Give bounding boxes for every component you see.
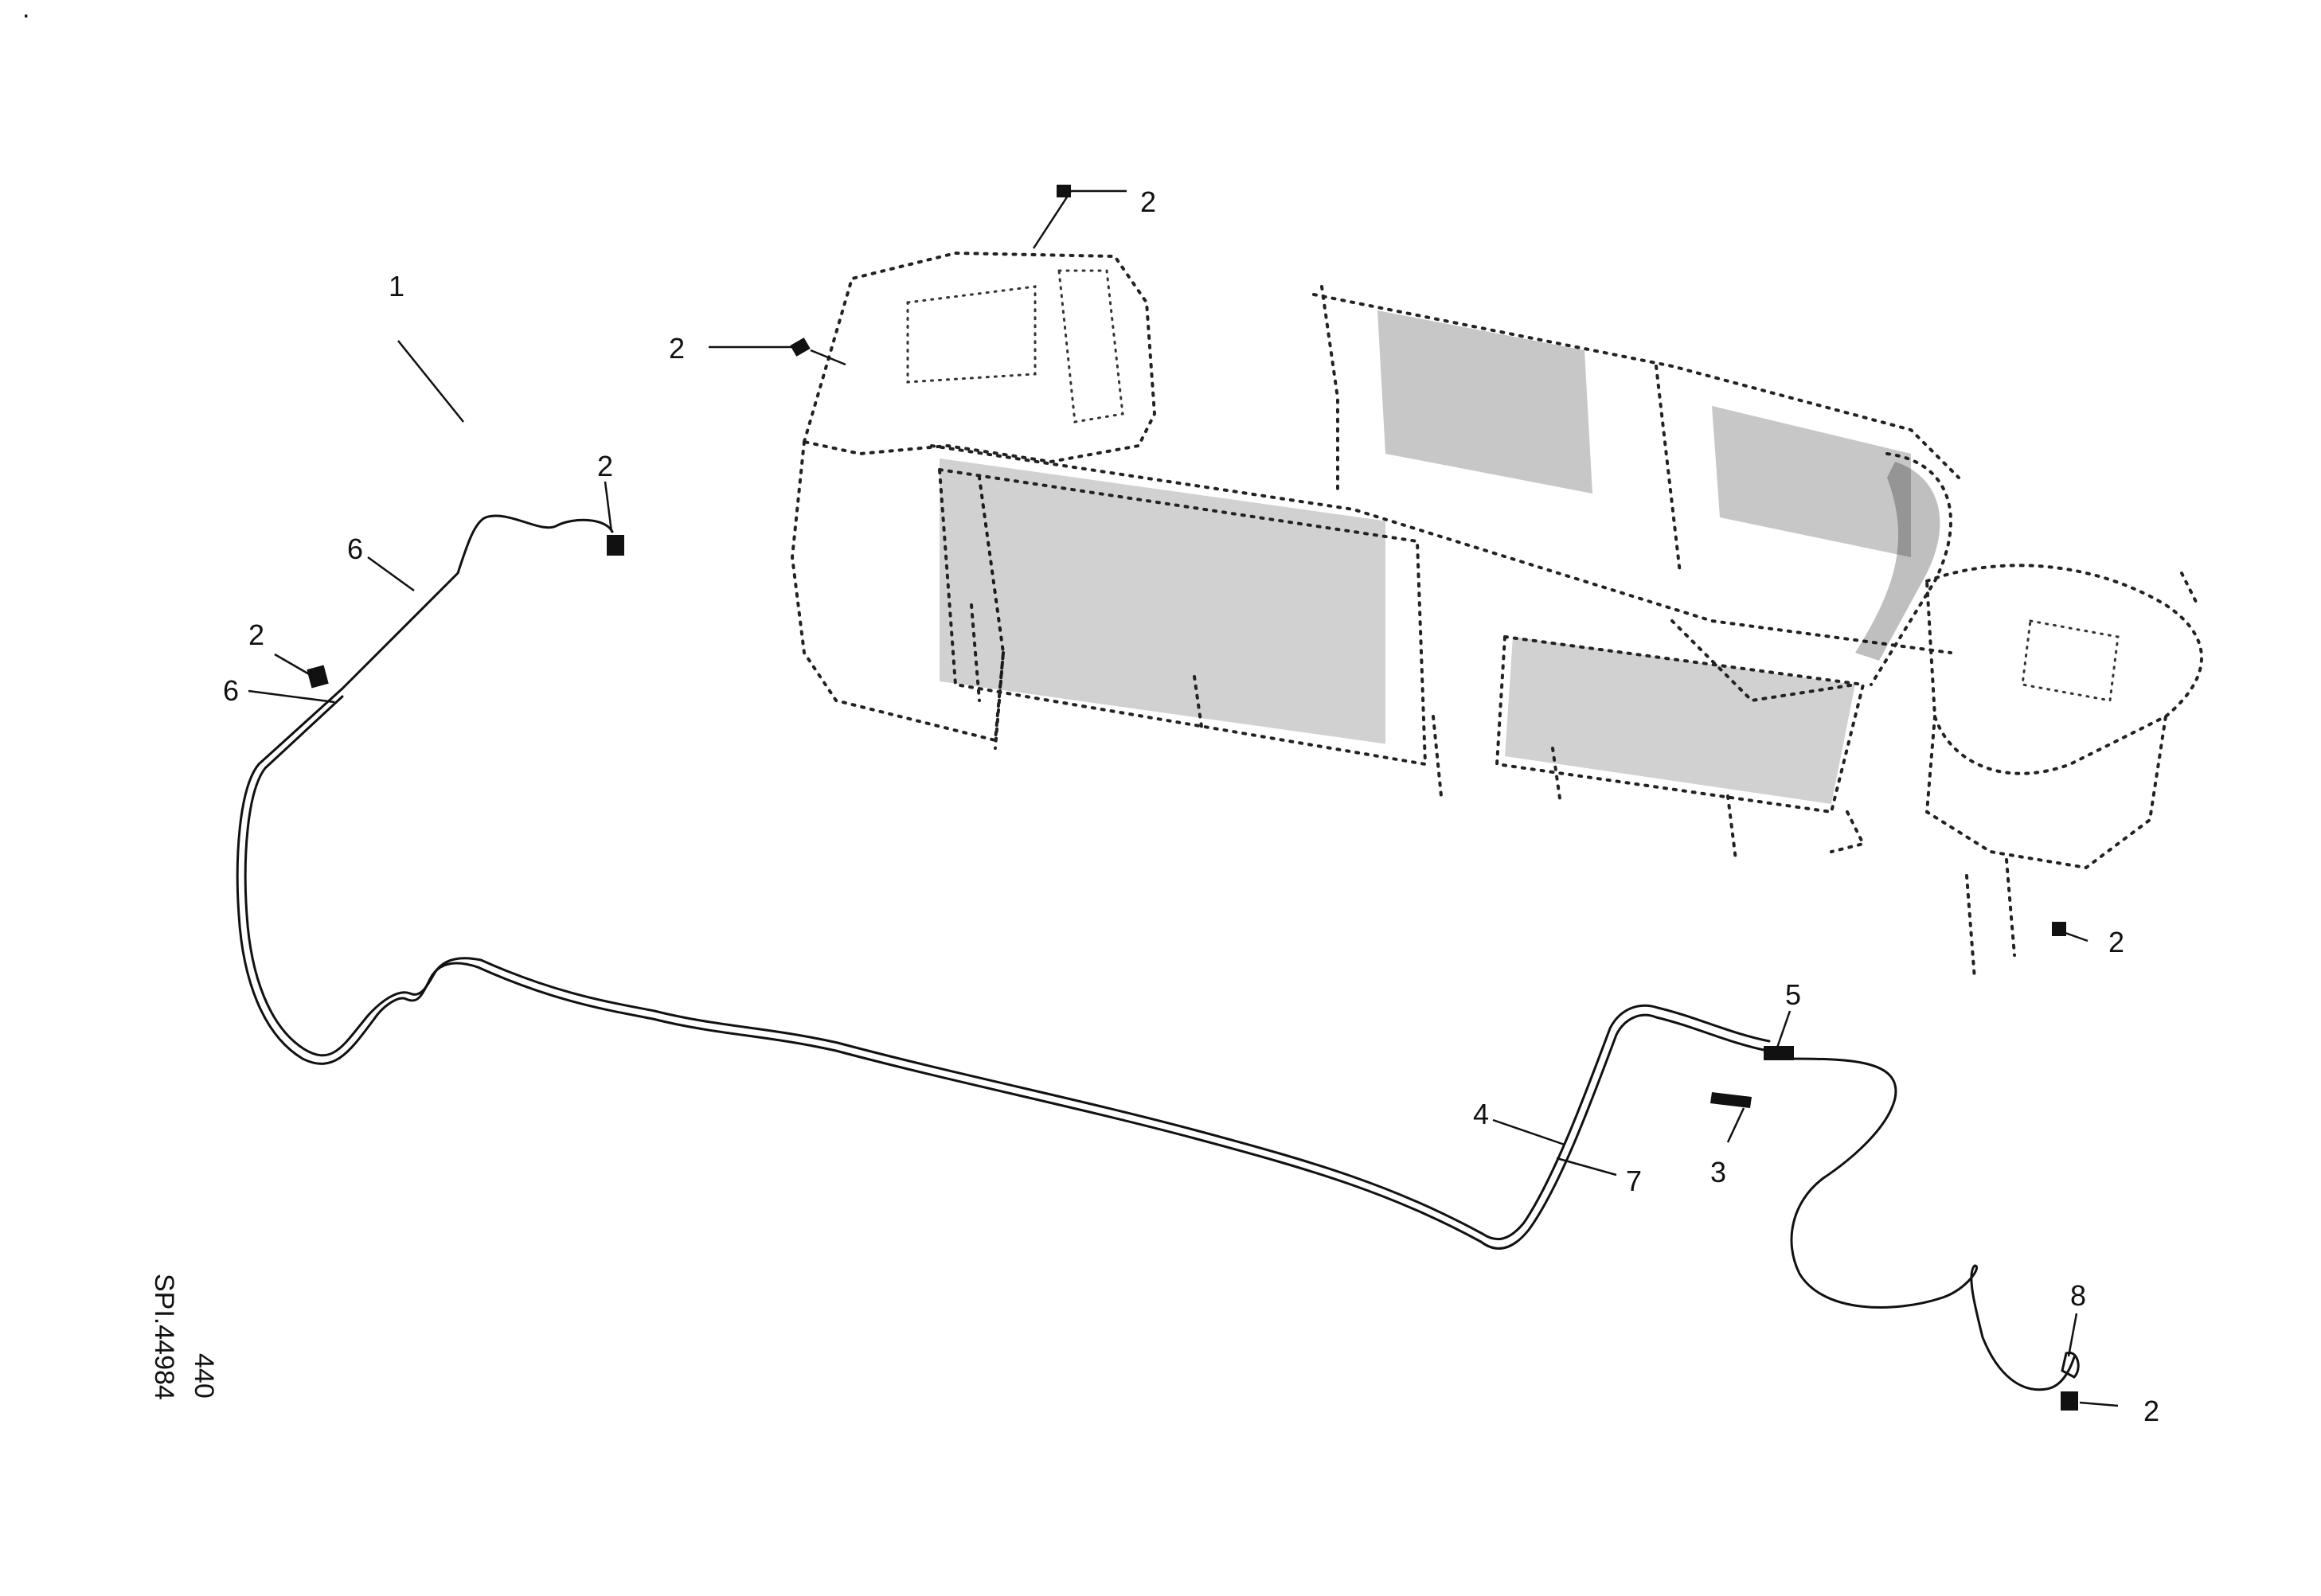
sheet-number: 440 bbox=[189, 1353, 219, 1399]
harness-right-branch bbox=[1782, 1057, 2076, 1391]
leader-6-upper bbox=[367, 556, 415, 592]
harness-main-run-parallel bbox=[244, 695, 1771, 1241]
harness-main-run bbox=[236, 687, 1769, 1250]
callout-2-rear: 2 bbox=[2108, 926, 2124, 958]
cab-front-face bbox=[790, 440, 1006, 743]
callout-6-lower: 6 bbox=[223, 674, 239, 707]
rear-module-leg-2 bbox=[2005, 858, 2016, 957]
sensor-harness-mid bbox=[307, 665, 329, 689]
leg-4 bbox=[1551, 747, 1562, 806]
leader-lines bbox=[248, 189, 2119, 1407]
rear-mesh-frame bbox=[1495, 634, 1866, 814]
callout-8: 8 bbox=[2070, 1279, 2086, 1312]
callout-labels: 1 2 2 2 2 2 2 3 4 5 6 6 7 8 bbox=[223, 185, 2159, 1427]
leader-1 bbox=[397, 340, 464, 423]
leader-8 bbox=[2067, 1313, 2078, 1357]
junction-clip bbox=[1764, 1046, 1794, 1060]
rear-module-pipe bbox=[2180, 572, 2199, 607]
rear-bracket bbox=[1830, 810, 1866, 853]
rear-module-top bbox=[1924, 564, 2203, 775]
body-divider bbox=[1655, 365, 1682, 575]
rear-hood-mesh bbox=[1855, 462, 1940, 661]
rear-mesh-panel bbox=[1505, 637, 1855, 804]
leader-4 bbox=[1492, 1118, 1565, 1146]
end-connector bbox=[2061, 1351, 2080, 1379]
harness-upper-branch bbox=[341, 514, 614, 690]
callout-6-upper: 6 bbox=[347, 533, 363, 565]
cable-tie-part bbox=[1710, 1092, 1752, 1108]
leader-6-lower bbox=[248, 689, 335, 704]
corner-mark: . bbox=[22, 0, 29, 24]
leader-5 bbox=[1776, 1010, 1792, 1048]
front-mesh-panel bbox=[940, 458, 1385, 744]
callout-2-cab: 2 bbox=[669, 332, 685, 365]
rear-module-panel bbox=[2021, 619, 2120, 702]
body-top-edge bbox=[930, 444, 1952, 654]
body-rear-top-edge bbox=[1312, 293, 1960, 479]
cab-side-window bbox=[1057, 269, 1124, 423]
sensor-top bbox=[1057, 185, 1071, 197]
rear-module-body bbox=[1924, 715, 2167, 870]
callout-3: 3 bbox=[1710, 1156, 1726, 1188]
leg-1 bbox=[970, 603, 981, 702]
machine-body bbox=[790, 251, 2203, 981]
sensor-cab bbox=[790, 338, 811, 357]
callout-2-harness: 2 bbox=[597, 450, 613, 482]
leader-2-end bbox=[2079, 1401, 2119, 1407]
cab-window bbox=[906, 285, 1037, 384]
drawing-number: SPI.44984 bbox=[149, 1274, 179, 1400]
leg-2 bbox=[1193, 675, 1204, 734]
leader-2-top-body bbox=[1032, 190, 1073, 249]
leader-2-mid bbox=[274, 653, 311, 677]
callout-1: 1 bbox=[389, 270, 404, 302]
leg-3 bbox=[1432, 715, 1443, 798]
sensor-parts bbox=[307, 185, 2078, 1411]
rear-module-leg-1 bbox=[1965, 874, 1976, 981]
sensor-rear-module bbox=[2052, 922, 2066, 936]
drawing-reference: SPI.44984 440 bbox=[149, 1274, 219, 1400]
cab-edge bbox=[994, 651, 1005, 750]
body-upright bbox=[1320, 285, 1339, 495]
sensor-end bbox=[2061, 1391, 2078, 1411]
callout-5: 5 bbox=[1785, 978, 1801, 1011]
cab-outline bbox=[802, 251, 1157, 464]
top-grille-left bbox=[1377, 310, 1592, 494]
top-grille-right bbox=[1712, 406, 1911, 557]
front-mesh-frame bbox=[937, 467, 1428, 767]
wiring-harness bbox=[236, 514, 2080, 1391]
callout-2-top: 2 bbox=[1140, 185, 1156, 218]
callout-4: 4 bbox=[1473, 1098, 1489, 1130]
callout-2-mid: 2 bbox=[248, 618, 264, 651]
callout-2-end: 2 bbox=[2143, 1395, 2159, 1427]
hood-lower-edge bbox=[1670, 619, 1857, 703]
leg-5 bbox=[1726, 794, 1737, 861]
sensor-harness-end bbox=[607, 535, 624, 556]
leader-2-harness bbox=[604, 481, 613, 533]
callout-7: 7 bbox=[1626, 1165, 1642, 1197]
leader-2-cab-body bbox=[810, 349, 846, 366]
leader-2-rear bbox=[2065, 931, 2089, 942]
leader-7 bbox=[1556, 1157, 1617, 1177]
leader-3 bbox=[1726, 1107, 1745, 1143]
